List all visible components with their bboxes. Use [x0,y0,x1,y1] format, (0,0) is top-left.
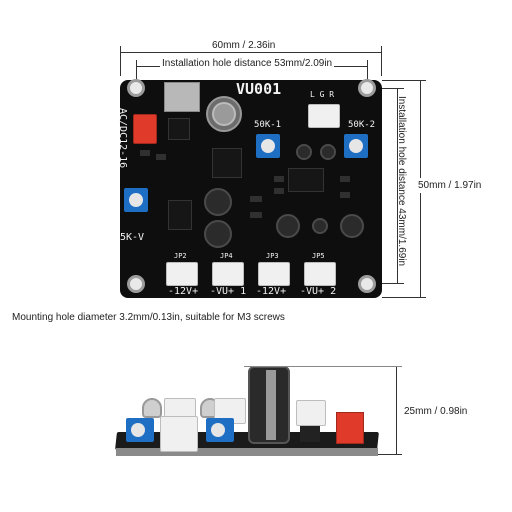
width-tick-left [120,46,121,76]
width-dimension-line [120,52,382,53]
height-label: 50mm / 1.97in [418,178,482,193]
smd-resistor-2 [250,212,262,218]
mounting-hole-bottom-right [358,275,376,293]
smd-resistor-7 [140,150,150,156]
pot-5k-v[interactable] [124,188,148,212]
side-power-jack [336,412,364,444]
main-capacitor-top [212,102,236,126]
side-connector-lgr [296,400,326,426]
side-cap-left-1 [142,398,162,418]
width-tick-right [381,46,382,76]
cap-220-a [204,188,232,216]
connector-label-2: -VU+ 1 [210,286,247,297]
thickness-tick-bottom [378,454,402,455]
thickness-label: 25mm / 0.98in [404,406,468,417]
signal-connector-lgr[interactable] [308,104,340,128]
install-v-dimension-line [397,88,398,284]
cap-small-3 [312,218,328,234]
side-connector-3 [160,416,198,452]
thickness-dimension-line [396,366,397,454]
pcb-top-view [120,80,382,298]
install-h-label: Installation hole distance 53mm/2.09in [160,58,335,69]
smd-resistor-4 [274,188,284,194]
smd-resistor-3 [274,176,284,182]
pot-5k-v-label: 5K-V [120,232,145,243]
smd-resistor-6 [340,192,350,198]
height-tick-bottom [382,297,426,298]
cap-220-b [204,220,232,248]
smd-resistor-5 [340,176,350,182]
jp2-label: JP2 [174,252,187,260]
model-label: VU001 [236,80,282,98]
connector-jp4[interactable] [212,262,244,286]
cap-small-2 [320,144,336,160]
mounting-hole-top-left [127,79,145,97]
thickness-tick-top [244,366,402,367]
cap-22u-a [276,214,300,238]
side-pot-1 [126,418,154,442]
height-tick-top [382,80,426,81]
install-v-tick-top [370,88,404,89]
install-v-label: Installation hole distance 43mm/1.69in [396,96,407,267]
lgr-label: L G R [310,90,335,99]
jp5-label: JP5 [312,252,325,260]
connector-jp5[interactable] [304,262,336,286]
cap-small-1 [296,144,312,160]
connector-jp2[interactable] [166,262,198,286]
install-v-tick-bottom [370,283,404,284]
smd-resistor-1 [250,196,262,202]
pot-50k-1[interactable] [256,134,280,158]
op-amp-chip [288,168,324,192]
power-label: AC/DC12-16 [117,108,128,169]
mounting-hole-caption: Mounting hole diameter 3.2mm/0.13in, sui… [12,312,285,323]
diode-bridge [168,118,190,140]
pot-50k-2-label: 50K-2 [348,120,376,130]
side-pot-2 [206,418,234,442]
pcb-side-edge [116,448,378,456]
power-jack [133,114,157,144]
connector-jp3[interactable] [258,262,290,286]
side-transistor [300,426,320,442]
width-label: 60mm / 2.36in [212,40,276,51]
mounting-hole-top-right [358,79,376,97]
connector-label-1: -12V+ [168,286,199,297]
pot-50k-1-label: 50K-1 [254,120,282,130]
side-big-capacitor-stripe [266,370,276,440]
jp3-label: JP3 [266,252,279,260]
voltage-regulator [212,148,242,178]
transistor [168,200,192,230]
cap-22u-b [340,214,364,238]
mounting-hole-bottom-left [127,275,145,293]
install-h-tick-right [367,60,368,88]
regulator-heatsink [164,82,200,112]
jp4-label: JP4 [220,252,233,260]
pot-50k-2[interactable] [344,134,368,158]
connector-label-4: -VU+ 2 [300,286,337,297]
connector-label-3: -12V+ [256,286,287,297]
install-h-tick-left [136,60,137,88]
smd-resistor-8 [156,154,166,160]
